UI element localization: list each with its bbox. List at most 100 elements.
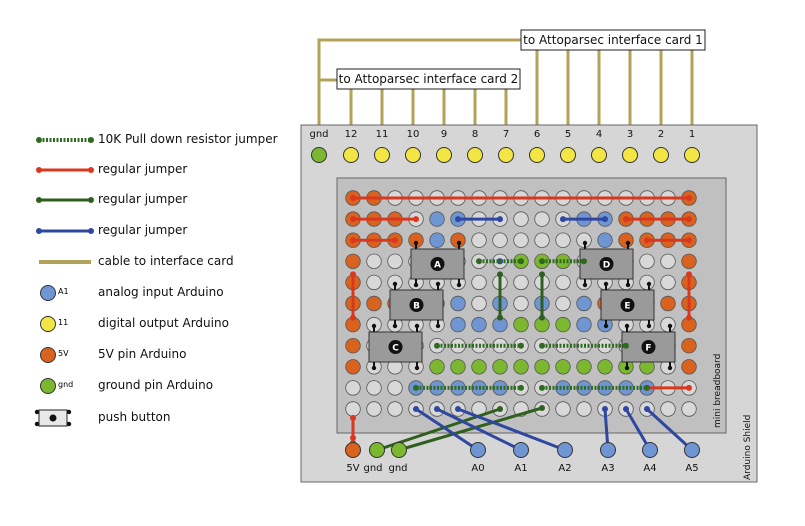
blue-jumper-end — [455, 216, 461, 223]
push-button-label: F — [645, 344, 651, 354]
pulldown-jumper-end — [476, 258, 482, 265]
arduino-bottom-pin — [513, 442, 529, 458]
green-jumper — [539, 271, 545, 321]
breadboard-hole — [492, 359, 508, 375]
green-jumper-end — [539, 271, 545, 278]
legend-item: 10K Pull down resistor jumper — [0, 130, 290, 150]
arduino-top-pin — [311, 147, 327, 163]
legend-label: analog input Arduino — [98, 285, 224, 299]
breadboard-hole — [471, 232, 487, 248]
breadboard-hole — [366, 401, 382, 417]
interface-card-2-box — [336, 68, 521, 90]
legend-end — [88, 167, 94, 173]
push-button-label: E — [624, 302, 630, 312]
arduino-top-pin — [436, 147, 452, 163]
green-jumper-end — [539, 314, 545, 321]
red-jumper-end — [350, 195, 356, 201]
push-button-label: C — [392, 344, 399, 354]
breadboard-hole — [555, 359, 571, 375]
arduino-top-pin — [622, 147, 638, 163]
breadboard-hole — [534, 359, 550, 375]
red-jumper-end — [350, 314, 356, 321]
red-jumper-end — [686, 314, 692, 321]
arduino-bottom-pin-label: gnd — [388, 463, 407, 474]
arduino-top-pin-label: gnd — [309, 129, 328, 140]
arduino-top-pin-label: 6 — [534, 129, 540, 140]
interface-card-1-box — [520, 29, 706, 51]
red-jumper-end — [350, 237, 356, 244]
legend-label: cable to interface card — [98, 254, 234, 268]
red-jumper-end — [686, 216, 692, 223]
push-button: B — [389, 281, 444, 329]
push-button-leg-end — [413, 240, 419, 246]
push-button-leg-end — [582, 282, 588, 288]
red-jumper — [350, 195, 692, 201]
arduino-bottom-pin — [391, 442, 407, 458]
blue-jumper-end — [602, 216, 608, 223]
arduino-top-pin — [529, 147, 545, 163]
legend-button-leg — [66, 409, 72, 415]
breadboard-hole — [555, 295, 571, 312]
breadboard-hole — [681, 338, 697, 354]
gnd-pin-icon — [40, 378, 56, 394]
pulldown-jumper-end — [539, 384, 545, 391]
arduino-top-pin-label: 8 — [472, 129, 478, 140]
red-jumper — [623, 216, 692, 223]
breadboard-hole — [534, 232, 550, 248]
arduino-top-pin-label: 9 — [441, 129, 447, 140]
breadboard-hole — [345, 380, 361, 396]
push-button: A — [410, 240, 465, 288]
push-button: C — [368, 323, 423, 371]
cable-gnd — [317, 38, 521, 145]
interface-card-1-label: to Attoparsec interface card 1 — [523, 33, 703, 47]
breadboard-hole — [555, 401, 571, 417]
breadboard-hole — [471, 316, 487, 333]
pulldown-jumper — [539, 342, 629, 349]
push-button-label: B — [413, 302, 420, 312]
push-button-cap — [599, 257, 614, 271]
breadboard-hole — [366, 253, 382, 269]
green-jumper-end — [497, 271, 503, 278]
legend-pin — [40, 285, 56, 301]
arduino-bottom-pin — [600, 442, 616, 458]
push-button-leg-end — [414, 323, 420, 329]
push-button-label: D — [603, 261, 610, 271]
legend-end — [88, 228, 94, 234]
pulldown-jumper-end — [413, 384, 419, 391]
breadboard-hole — [660, 316, 676, 333]
breadboard-label: mini breadboard — [713, 354, 723, 428]
push-button-leg-end — [413, 282, 419, 288]
breadboard-hole — [513, 232, 529, 248]
breadboard-hole — [555, 274, 571, 291]
legend-item: push button — [0, 408, 290, 428]
blue-jumper-wire — [436, 407, 522, 452]
blue-jumper-end — [497, 216, 503, 223]
pulldown-jumper — [413, 384, 524, 391]
arduino-bottom-pin — [684, 442, 700, 458]
breadboard-hole — [513, 295, 529, 312]
pulldown-jumper-end — [539, 342, 545, 349]
breadboard-hole — [576, 316, 592, 333]
red-jumper — [350, 271, 356, 321]
arduino-top-pin — [374, 147, 390, 163]
breadboard-hole — [429, 211, 445, 227]
interface-card-2-label: to Attoparsec interface card 2 — [339, 72, 519, 86]
breadboard-hole — [576, 401, 592, 417]
breadboard-hole — [450, 316, 466, 333]
blue-jumper-end — [644, 406, 650, 412]
push-button-leg-end — [667, 365, 673, 371]
pulldown-jumper — [476, 258, 524, 265]
breadboard-hole — [576, 359, 592, 375]
blue-jumper-wire — [415, 407, 479, 452]
legend-item: cable to interface card — [0, 252, 290, 272]
fivev-pin-icon — [40, 347, 56, 363]
blue-jumper-end — [455, 406, 461, 412]
breadboard-hole — [366, 295, 382, 312]
breadboard-hole — [387, 253, 403, 269]
red-jumper — [350, 237, 398, 244]
arduino-top-pin — [560, 147, 576, 163]
green-jumper-end — [497, 314, 503, 321]
green-jumper-end — [497, 406, 503, 412]
